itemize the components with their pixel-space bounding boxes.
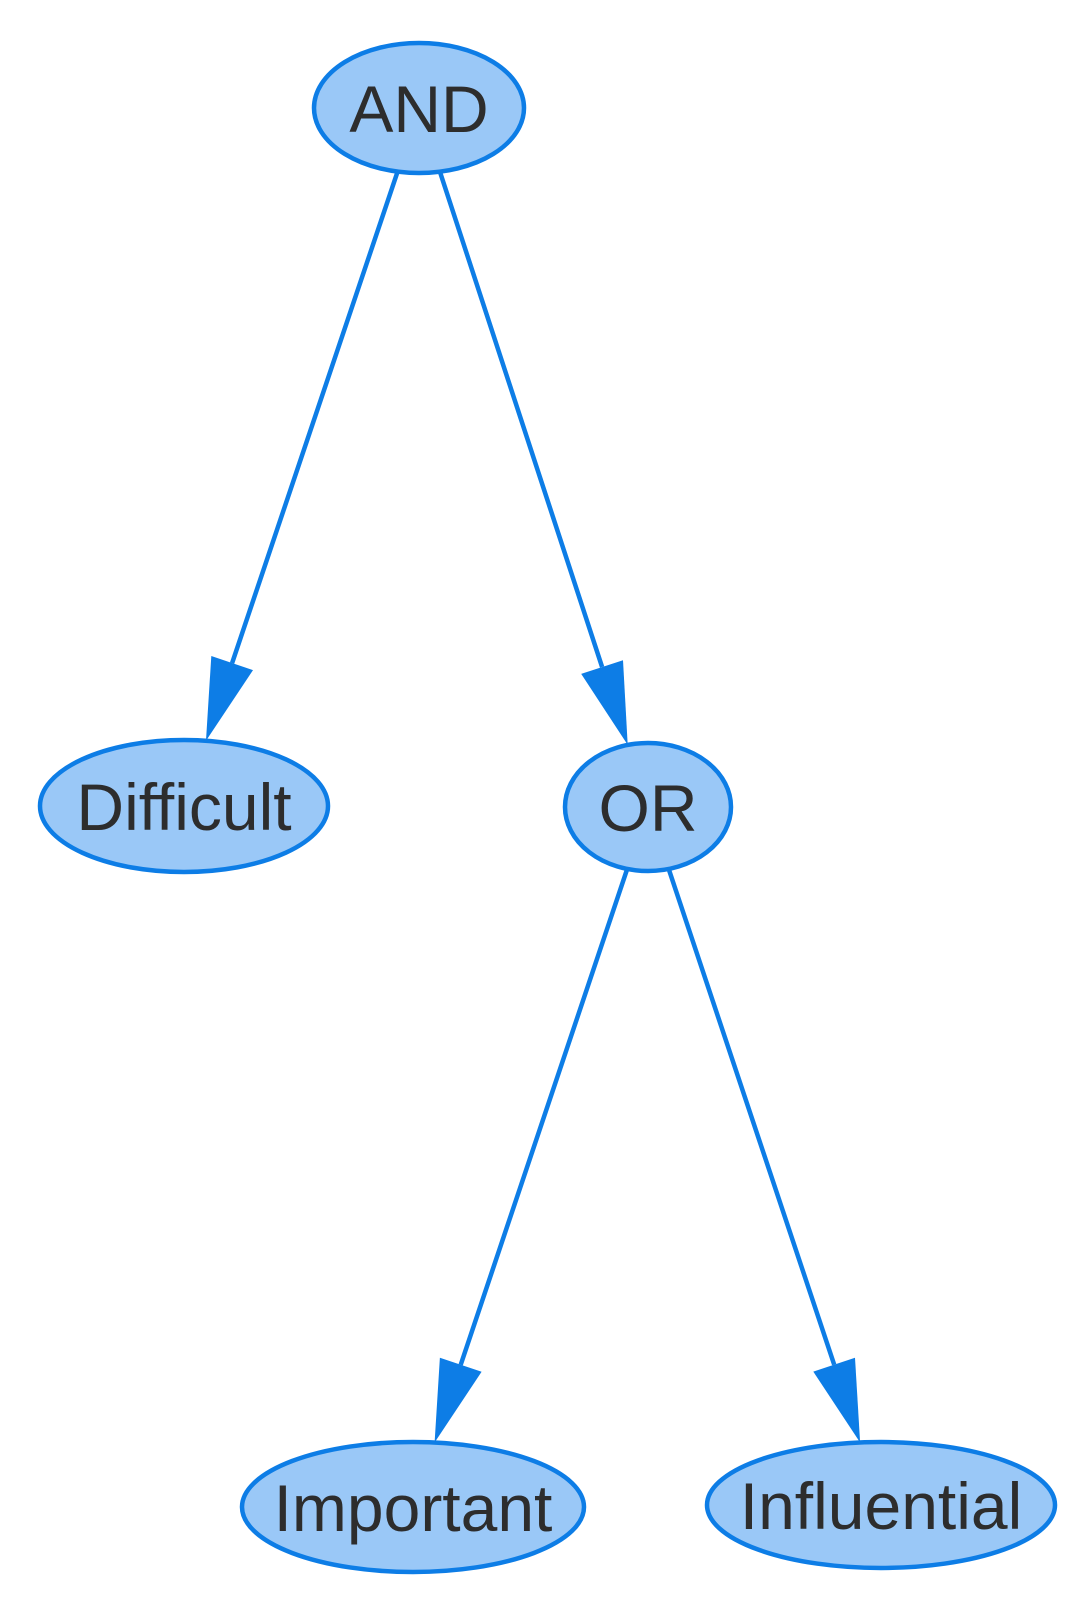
node-ellipse	[239, 1439, 587, 1575]
node-ellipse	[704, 1439, 1058, 1571]
edge-line	[458, 868, 630, 1366]
node-or: OR	[562, 740, 734, 874]
node-label: Difficult	[76, 770, 291, 844]
edge-and-to-difficult	[206, 170, 400, 741]
node-label: OR	[599, 771, 698, 845]
arrowhead-icon	[813, 1357, 861, 1443]
node-influential: Influential	[704, 1439, 1058, 1571]
node-label: Influential	[740, 1469, 1023, 1543]
node-label: AND	[349, 72, 488, 146]
node-ellipse	[311, 40, 527, 176]
edge-or-to-influential	[666, 868, 861, 1443]
node-label: Important	[274, 1471, 553, 1545]
node-difficult: Difficult	[37, 737, 331, 875]
edge-line	[437, 170, 605, 668]
edge-or-to-important	[434, 868, 630, 1443]
node-important: Important	[239, 1439, 587, 1575]
edge-line	[229, 170, 400, 664]
arrowhead-icon	[581, 660, 628, 745]
node-ellipse	[562, 740, 734, 874]
edge-line	[666, 868, 837, 1366]
node-ellipse	[37, 737, 331, 875]
edge-and-to-or	[437, 170, 628, 745]
arrowhead-icon	[434, 1357, 482, 1443]
node-and: AND	[311, 40, 527, 176]
arrowhead-icon	[206, 656, 253, 741]
